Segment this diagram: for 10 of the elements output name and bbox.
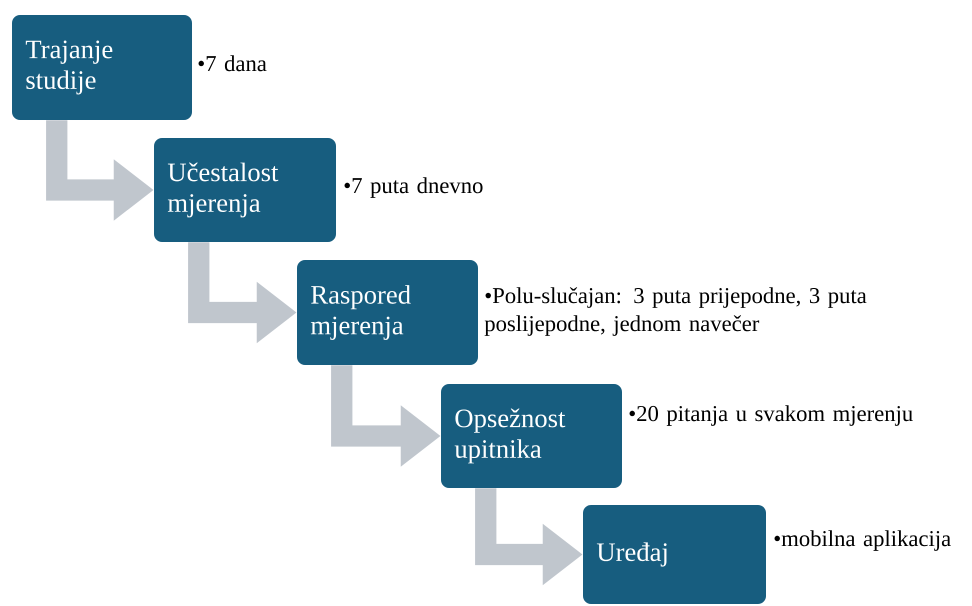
step-box: Učestalost mjerenja [154, 138, 336, 242]
step-box: Trajanje studije [12, 15, 192, 120]
bullet-text: •mobilna aplikacija [774, 530, 951, 551]
bullet-text: •Polu-slučajan: 3 puta prijepodne, 3 puta poslijepodne, jednom navečer [484, 287, 866, 336]
bullet-text: •20 pitanja u svakom mjerenju [630, 405, 913, 426]
step-box: Uređaj [583, 505, 766, 604]
step-box: Raspored mjerenja [297, 260, 478, 365]
bullet-text: •7 dana [198, 55, 267, 72]
bullet-text: •7 puta dnevno [344, 177, 483, 198]
step-box: Opsežnost upitnika [441, 384, 622, 488]
